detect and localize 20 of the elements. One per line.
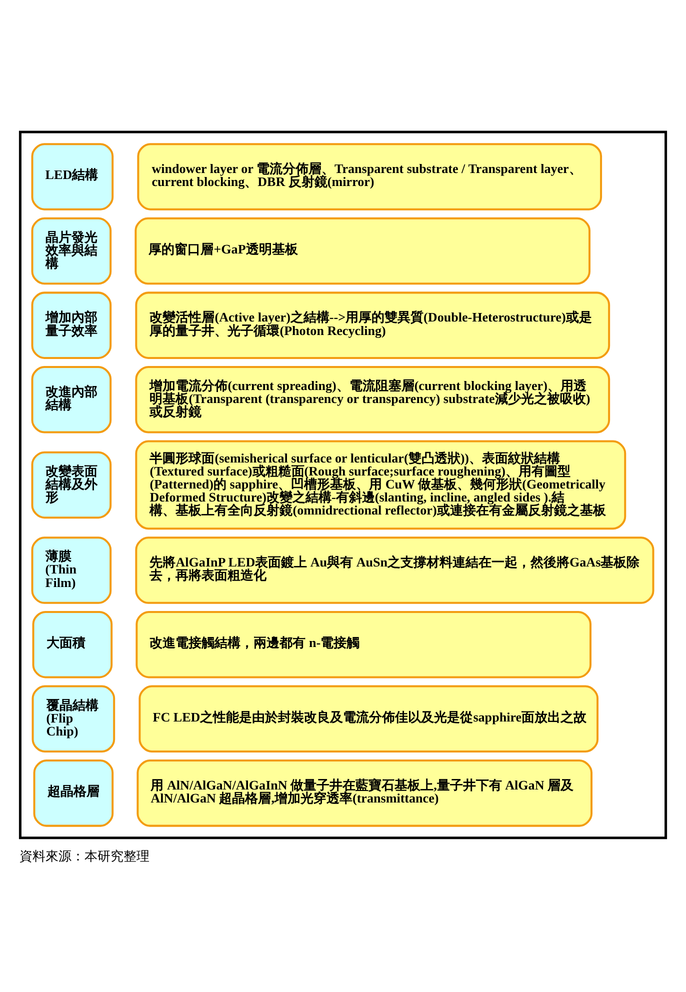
node-box: 厚的窗口層+GaP透明基板 <box>134 217 590 285</box>
caption: 資料來源：本研究整理 <box>19 848 150 864</box>
node-box: FC LED之性能是由於封裝改良及電流分佈佳以及光是從sapphire面放出之故 <box>138 685 599 753</box>
node-box: 改變活性層(Active layer)之結構-->用厚的雙異質(Double-Heterostructure)或是厚的量子井、光子循環(Photon Recycling) <box>135 292 610 359</box>
node-box: 半圓形球面(semisherical surface or lenticular(雙凸透狀))、表面紋狀結構(Textured surface)或粗糙面(Rough surface;surface roughening)、用有圖型(Patterned)的 sapphire、凹槽形基板、用 CuW 做基板、幾何形狀(Geometrically Deformed Structure)改變之結構-有斜邊(slanting, incline, angled sides ).結構、基板上有全向反射鏡(omnidrectional reflector)或連接在有金屬反射鏡之基板 <box>135 440 626 530</box>
node-box: 改進內部結構 <box>31 366 112 434</box>
node-box: 增加電流分佈(current spreading)、電流阻塞層(current blocking layer)、用透明基板(Transparent (transparency or transparency) substrate減少光之被吸收)或反射鏡 <box>135 366 610 434</box>
node-box: 增加內部量子效率 <box>31 292 112 359</box>
node-box: 超晶格層 <box>33 760 114 827</box>
node-box: 改變表面結構及外形 <box>31 451 112 519</box>
node-box: 薄膜 (Thin Film) <box>31 536 112 604</box>
node-box: 先將AlGaInP LED表面鍍上 Au與有 AuSn之支撐材料連結在一起，然後將GaAs基板除去，再將表面粗造化 <box>135 536 654 604</box>
node-box: 用 AlN/AlGaN/AlGaInN 做量子井在藍寶石基板上,量子井下有 AlGaN 層及 AlN/AlGaN 超晶格層,增加光穿透率(transmittance) <box>136 760 592 827</box>
node-box: windower layer or 電流分佈層、Transparent substrate / Transparent layer、current blocking、DBR 反射鏡(mirror) <box>137 143 602 210</box>
node-box: LED結構 <box>31 143 114 210</box>
cluster <box>18 130 668 840</box>
node-box: 改進電接觸結構，兩邊都有 n-電接觸 <box>136 610 592 678</box>
node-box: 大面積 <box>32 610 113 678</box>
node-box: 晶片發光效率與結構 <box>31 217 112 285</box>
node-box: 覆晶結構 (Flip Chip) <box>32 685 116 753</box>
